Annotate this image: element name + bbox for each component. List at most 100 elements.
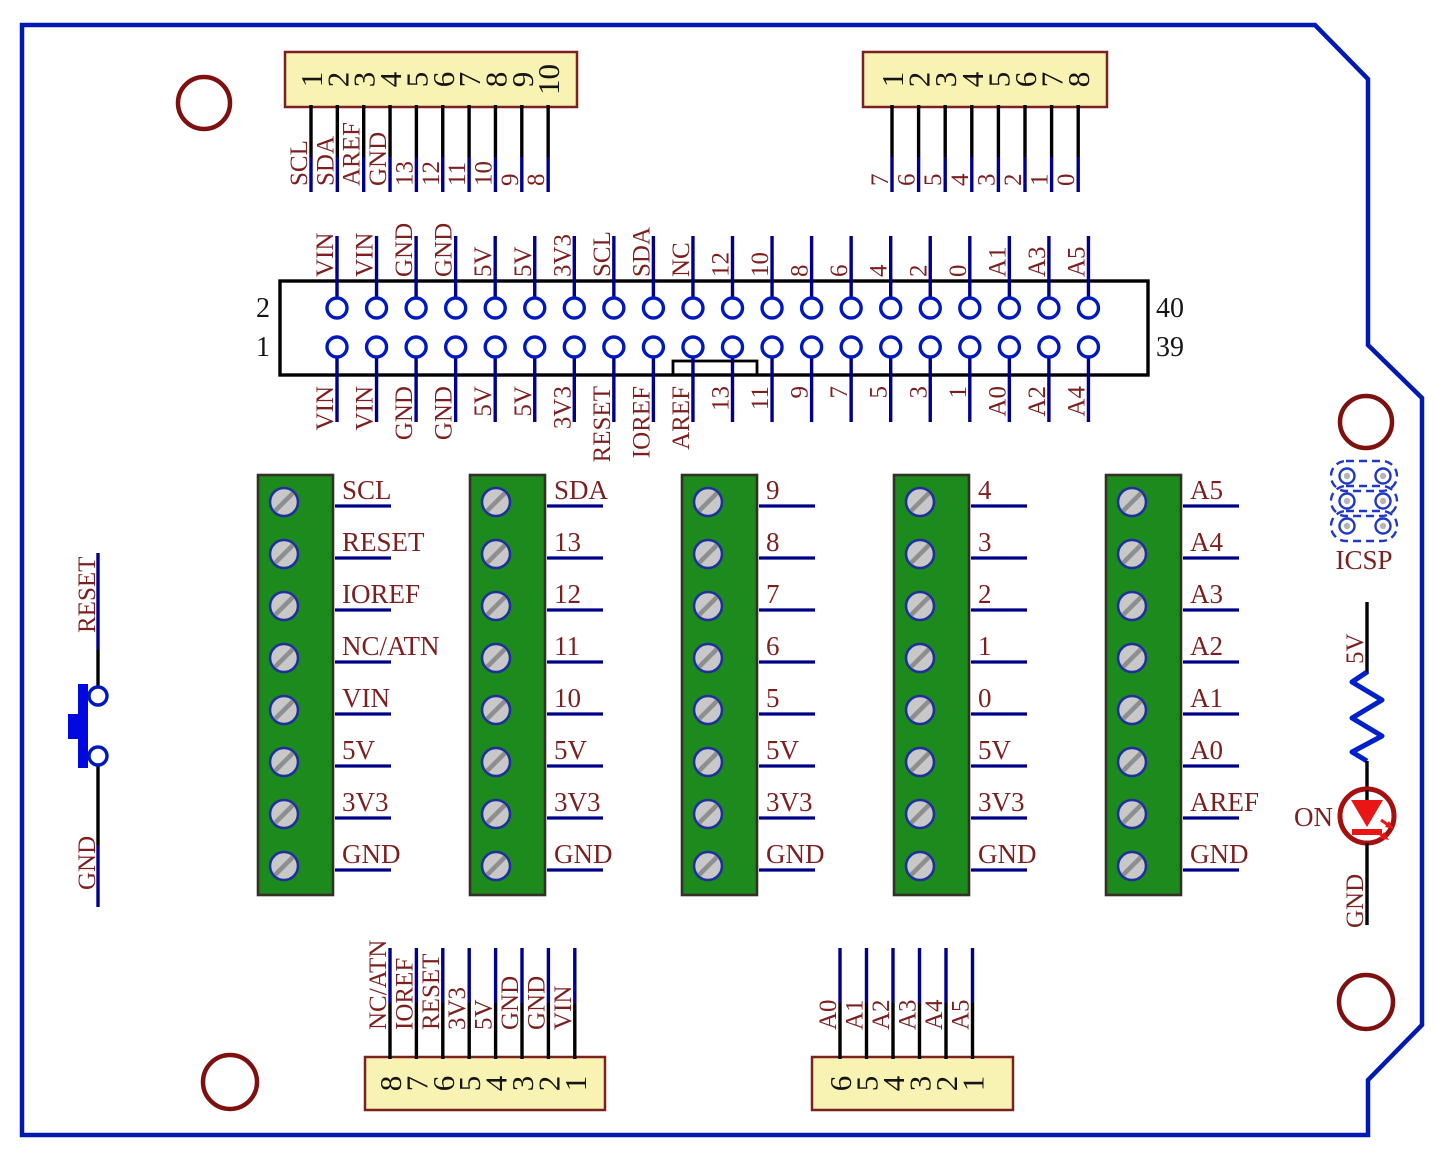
header-pin-number: 6 xyxy=(426,1076,461,1092)
terminal-label: A1 xyxy=(1190,683,1223,713)
screw-slot xyxy=(1121,751,1143,773)
header-body xyxy=(283,50,579,109)
row-top-left-number: 2 xyxy=(256,293,270,324)
connector-pin xyxy=(879,296,903,320)
screw-slot xyxy=(485,595,507,617)
connector-bottom-label: 3 xyxy=(905,386,932,399)
led-on-label: ON xyxy=(1294,802,1333,832)
terminal-block-body xyxy=(468,473,547,897)
header-pin-number: 4 xyxy=(479,1075,514,1091)
terminal-label: SDA xyxy=(554,475,609,505)
header-pin-number: 5 xyxy=(850,1076,885,1092)
connector-top-label: 6 xyxy=(826,265,853,278)
screw-slot xyxy=(909,595,931,617)
icsp-pin-pad xyxy=(1379,472,1387,480)
terminal-label: 9 xyxy=(766,475,780,505)
connector-pin xyxy=(1076,335,1101,359)
connector-bottom-label: VIN xyxy=(312,386,339,430)
reset-gnd-label: GND xyxy=(74,836,101,890)
pin-signal-label: 11 xyxy=(444,162,471,186)
pin-signal-label: A0 xyxy=(815,999,842,1030)
terminal-label: 5V xyxy=(978,735,1012,765)
row-top-right-number: 40 xyxy=(1156,293,1184,324)
header-body xyxy=(810,1055,1015,1112)
header-pin-number: 7 xyxy=(452,72,487,88)
connector-bottom-label: GND xyxy=(391,386,418,440)
connector-bottom-label: A0 xyxy=(984,386,1011,417)
terminal-label: GND xyxy=(342,839,401,869)
reset-label: RESET xyxy=(74,557,101,633)
connector-pin xyxy=(720,335,745,359)
terminal-label: GND xyxy=(766,839,825,869)
connector-top-label: SCL xyxy=(589,231,616,277)
terminal-label: A4 xyxy=(1190,527,1223,557)
terminal-label: A2 xyxy=(1190,631,1223,661)
reset-button-cap xyxy=(68,714,79,739)
terminal-label: 5V xyxy=(342,735,376,765)
pin-signal-label: A1 xyxy=(842,999,869,1030)
power-led-circuit: 5V ON GND xyxy=(1294,602,1397,928)
terminal-label: 2 xyxy=(978,579,992,609)
reset-button-actuator xyxy=(78,684,88,768)
connector-key-notch xyxy=(671,359,759,377)
connector-pin xyxy=(364,335,389,359)
connector-pin xyxy=(443,296,468,320)
terminal-label: 12 xyxy=(554,579,581,609)
terminal-label: IOREF xyxy=(342,579,420,609)
connector-top-label: 12 xyxy=(708,252,735,277)
pin-signal-label: 1 xyxy=(1027,174,1054,187)
pin-signal-label: AREF xyxy=(339,122,366,186)
header-pin-number: 8 xyxy=(373,1076,408,1092)
screw-slot xyxy=(697,699,719,721)
pin-signal-label: SCL xyxy=(286,140,313,186)
icsp-pin-pad xyxy=(1379,522,1387,530)
connector-pin xyxy=(799,296,824,320)
pin-signal-label: 2 xyxy=(1000,174,1027,187)
screw-slot xyxy=(485,543,507,565)
header-pin-number: 2 xyxy=(531,1076,566,1092)
mounting-hole xyxy=(200,1052,260,1112)
led-light-arrowhead xyxy=(1380,832,1389,840)
connector-pin xyxy=(325,296,349,320)
connector-pin xyxy=(641,296,666,320)
pin-signal-label: 5V xyxy=(471,999,498,1030)
connector-top-label: GND xyxy=(431,223,458,277)
connector-top-label: VIN xyxy=(312,233,339,277)
screw-slot xyxy=(1121,543,1143,565)
header-pin-number: 4 xyxy=(876,1075,911,1091)
terminal-label: 1 xyxy=(978,631,992,661)
connector-body xyxy=(278,279,1150,377)
header-pin-number: 6 xyxy=(823,1076,858,1092)
pin-signal-label: IOREF xyxy=(391,958,418,1030)
connector-top-label: 4 xyxy=(866,264,893,277)
connector-top-label: VIN xyxy=(352,233,379,277)
pin-signal-label: 12 xyxy=(418,161,445,186)
terminal-label: 3V3 xyxy=(978,787,1025,817)
terminal-label: GND xyxy=(978,839,1037,869)
pin-signal-label: 9 xyxy=(497,174,524,187)
connector-top-label: A5 xyxy=(1063,246,1090,277)
terminal-label: A5 xyxy=(1190,475,1223,505)
pin-signal-label: 7 xyxy=(867,174,894,187)
pin-signal-label: VIN xyxy=(550,986,577,1030)
pin-signal-label: 13 xyxy=(391,161,418,186)
connector-bottom-label: 5V xyxy=(470,386,497,417)
header-body xyxy=(363,1055,607,1112)
mounting-hole xyxy=(1337,393,1395,451)
screw-slot xyxy=(1121,491,1143,513)
icsp-row-outline xyxy=(1329,509,1399,543)
connector-top-label: A3 xyxy=(1024,246,1051,277)
connector-pin xyxy=(760,296,784,320)
terminal-label: NC/ATN xyxy=(342,631,440,661)
button-contact xyxy=(87,745,109,767)
connector-pin xyxy=(799,335,824,359)
header-pin-number: 3 xyxy=(903,1076,938,1092)
screw-slot xyxy=(485,751,507,773)
pin-signal-label: A2 xyxy=(868,999,895,1030)
screw-slot xyxy=(273,751,295,773)
connector-pin xyxy=(681,335,705,359)
terminal-label: 13 xyxy=(554,527,581,557)
screw-slot xyxy=(273,699,295,721)
terminal-label: A0 xyxy=(1190,735,1223,765)
